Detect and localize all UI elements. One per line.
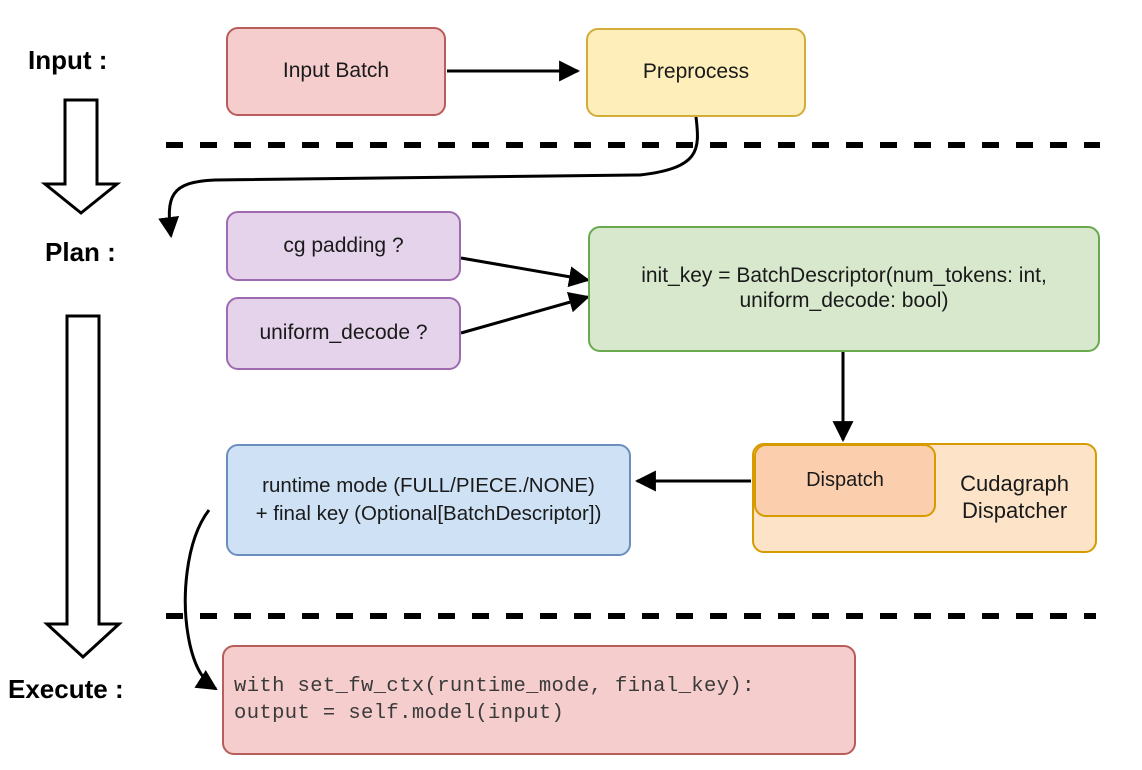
stage-arrow-input-to-plan: [40, 98, 122, 215]
stage-label-plan: Plan :: [45, 237, 116, 267]
node-init-key[interactable]: init_key = BatchDescriptor(num_tokens: i…: [588, 226, 1100, 352]
node-cg-padding[interactable]: cg padding ?: [226, 211, 461, 281]
node-runtime-mode[interactable]: runtime mode (FULL/PIECE./NONE) + final …: [226, 444, 631, 556]
arrow-runtime-mode-to-execute-code: [183, 509, 218, 691]
arrow-cg-padding-to-init-key: [460, 256, 591, 288]
stage-label-input: Input :: [28, 45, 108, 75]
node-dispatch[interactable]: Dispatch: [754, 444, 936, 517]
node-input-batch[interactable]: Input Batch: [226, 27, 446, 116]
stage-arrow-plan-to-execute: [43, 314, 123, 660]
stage-label-execute: Execute :: [8, 674, 124, 704]
node-execute-code[interactable]: with set_fw_ctx(runtime_mode, final_key)…: [222, 645, 856, 755]
node-preprocess[interactable]: Preprocess: [586, 28, 806, 117]
node-uniform-decode[interactable]: uniform_decode ?: [226, 297, 461, 370]
arrow-uniform-decode-to-init-key: [460, 292, 591, 335]
